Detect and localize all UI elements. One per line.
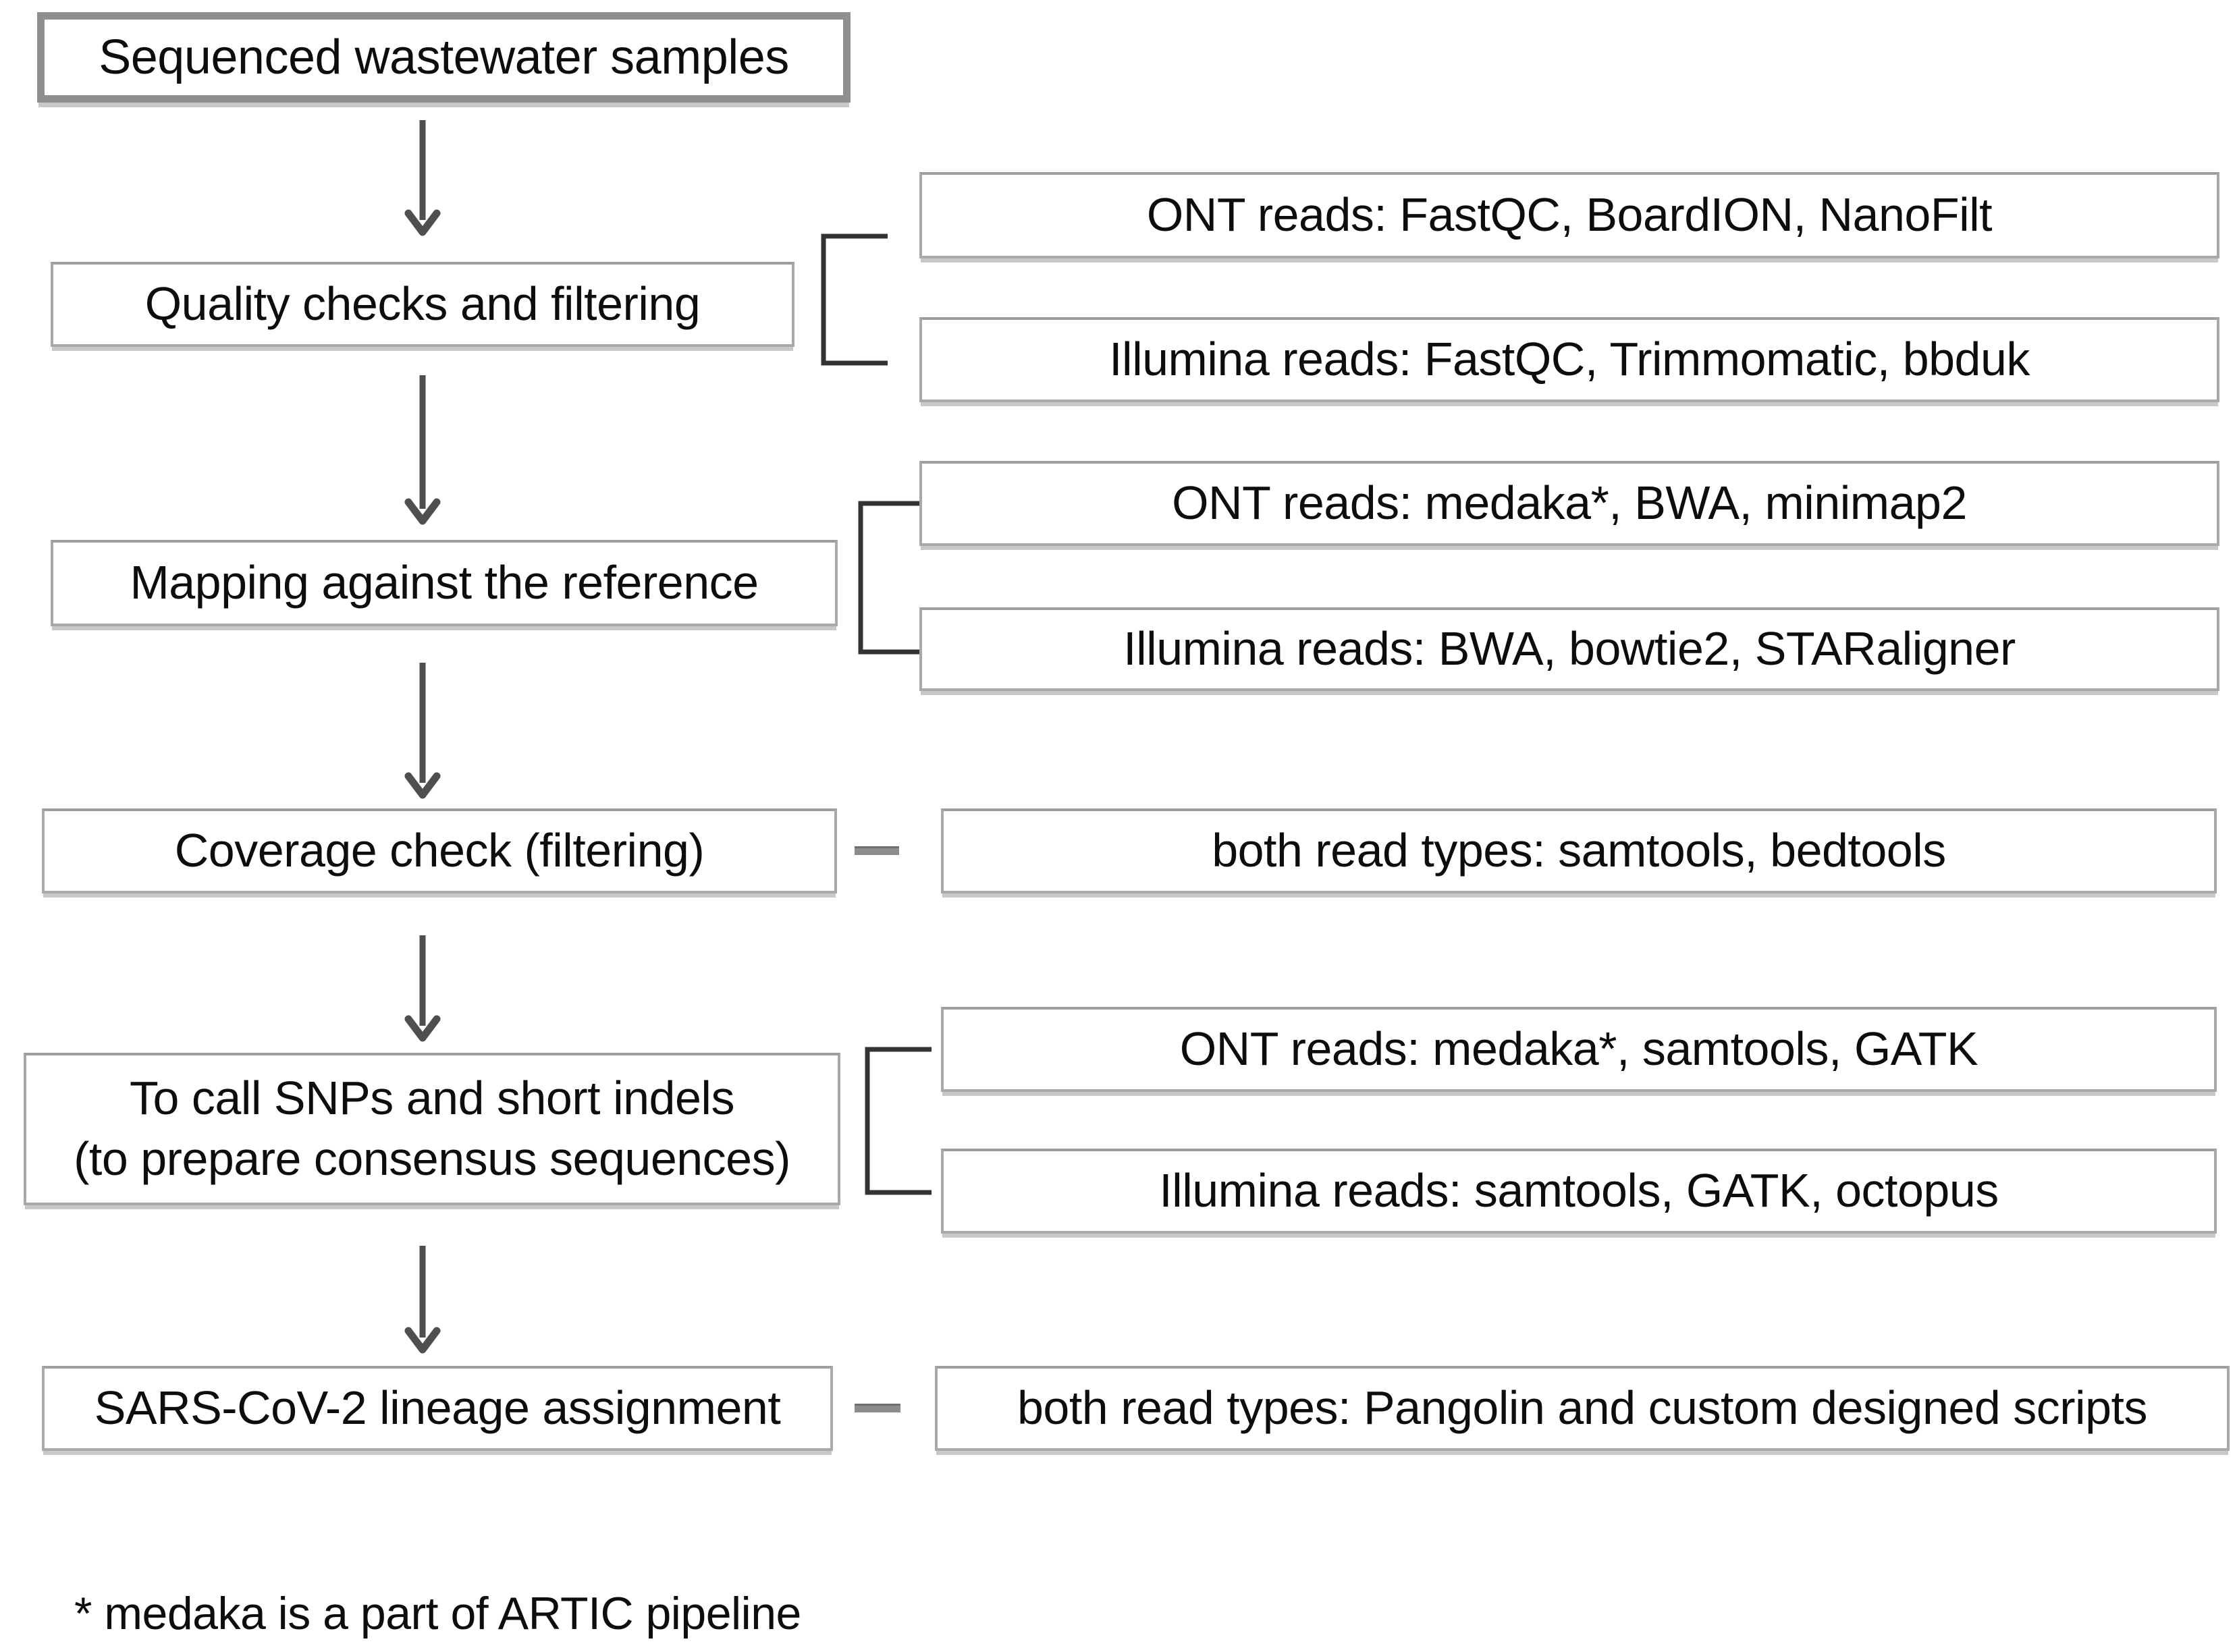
dash-connector-coverage xyxy=(855,846,899,855)
tool-box-label: ONT reads: medaka*, samtools, GATK xyxy=(1179,1022,1978,1076)
flow-arrow-5 xyxy=(404,1246,441,1354)
footnote-medaka: * medaka is a part of ARTIC pipeline xyxy=(74,1588,801,1639)
tool-box-label: Illumina reads: BWA, bowtie2, STARaligne… xyxy=(1123,622,2016,676)
flow-arrow-2 xyxy=(404,375,441,525)
tool-box-label: both read types: Pangolin and custom des… xyxy=(1017,1381,2147,1435)
tool-box-label: Illumina reads: samtools, GATK, octopus xyxy=(1159,1164,1999,1217)
tool-box-illumina-mapping: Illumina reads: BWA, bowtie2, STARaligne… xyxy=(919,607,2219,691)
tool-box-illumina-qc: Illumina reads: FastQC, Trimmomatic, bbd… xyxy=(919,317,2219,402)
step-label: To call SNPs and short indels (to prepar… xyxy=(74,1072,790,1185)
tool-box-ont-variants: ONT reads: medaka*, samtools, GATK xyxy=(941,1007,2217,1092)
tool-box-both-coverage: both read types: samtools, bedtools xyxy=(941,808,2217,893)
start-box-sequenced-samples: Sequenced wastewater samples xyxy=(37,12,851,103)
step-box-call-snps: To call SNPs and short indels (to prepar… xyxy=(24,1053,840,1205)
step-box-lineage-assignment: SARS-CoV-2 lineage assignment xyxy=(42,1366,833,1451)
tool-box-illumina-variants: Illumina reads: samtools, GATK, octopus xyxy=(941,1149,2217,1234)
bracket-connector-snps xyxy=(865,1047,932,1195)
start-box-label: Sequenced wastewater samples xyxy=(99,30,789,84)
step-box-coverage-check: Coverage check (filtering) xyxy=(42,808,837,893)
tool-box-label: both read types: samtools, bedtools xyxy=(1212,824,1946,877)
step-box-quality-checks: Quality checks and filtering xyxy=(51,262,794,347)
step-label: Quality checks and filtering xyxy=(144,277,701,331)
bracket-connector-quality xyxy=(821,233,888,366)
tool-box-ont-mapping: ONT reads: medaka*, BWA, minimap2 xyxy=(919,461,2219,546)
flow-arrow-4 xyxy=(404,935,441,1042)
step-box-mapping: Mapping against the reference xyxy=(51,540,838,626)
bracket-connector-mapping xyxy=(858,501,925,655)
tool-box-label: ONT reads: medaka*, BWA, minimap2 xyxy=(1172,476,1967,530)
flow-arrow-3 xyxy=(404,663,441,799)
tool-box-both-lineage: both read types: Pangolin and custom des… xyxy=(935,1366,2230,1451)
dash-connector-lineage xyxy=(855,1404,900,1412)
flow-arrow-1 xyxy=(404,120,441,236)
tool-box-label: ONT reads: FastQC, BoardION, NanoFilt xyxy=(1146,188,1993,242)
step-label: SARS-CoV-2 lineage assignment xyxy=(94,1381,781,1435)
tool-box-label: Illumina reads: FastQC, Trimmomatic, bbd… xyxy=(1109,333,2030,386)
step-label: Coverage check (filtering) xyxy=(174,824,705,877)
tool-box-ont-qc: ONT reads: FastQC, BoardION, NanoFilt xyxy=(919,172,2219,258)
step-label: Mapping against the reference xyxy=(130,556,759,609)
